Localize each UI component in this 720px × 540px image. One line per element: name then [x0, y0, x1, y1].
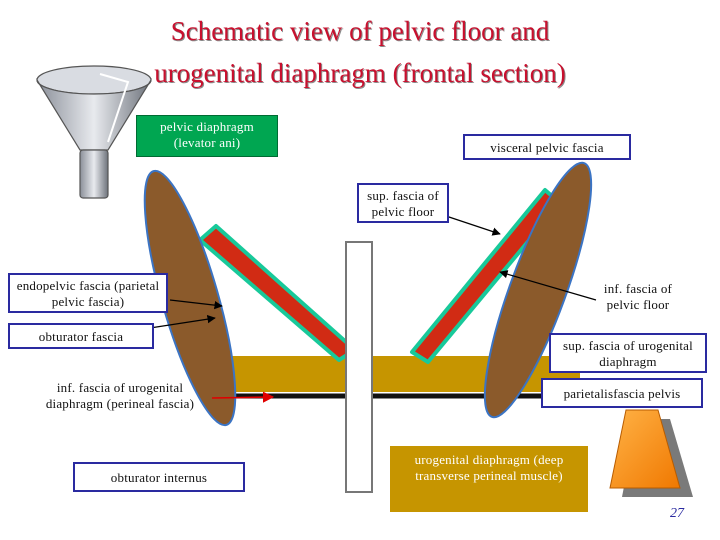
obturator-internus-label: obturator internus	[73, 462, 245, 492]
pelvic-diaphragm-label: pelvic diaphragm (levator ani)	[136, 115, 278, 157]
arrow-obturator-fascia	[149, 314, 216, 329]
obturator-internus-right	[483, 161, 593, 419]
parietal-fascia-pelvis-label: parietalisfascia pelvis	[541, 378, 703, 408]
title-line-2: urogenital diaphragm (frontal section)	[154, 58, 566, 88]
trapezoid-icon	[609, 409, 693, 497]
visceral-pelvic-fascia-label: visceral pelvic fascia	[463, 134, 631, 160]
obturator-fascia-label: obturator fascia	[8, 323, 154, 349]
central-canal	[345, 241, 373, 493]
inf-fascia-urogenital-label: inf. fascia of urogenital diaphragm (per…	[45, 380, 195, 411]
arrow-inf-fascia-urogenital	[211, 391, 275, 403]
page-number: 27	[670, 506, 684, 521]
title-line-1: Schematic view of pelvic floor and	[170, 16, 550, 46]
endopelvic-fascia-label: endopelvic fascia (parietal pelvic fasci…	[8, 273, 168, 313]
arrow-sup-fascia	[439, 213, 501, 236]
arrow-inf-fascia-pelvic	[499, 270, 597, 301]
funnel-icon	[36, 65, 152, 199]
sup-fascia-urogenital-label: sup. fascia of urogenital diaphragm	[549, 333, 707, 373]
arrow-endopelvic	[169, 299, 223, 310]
urogenital-diaphragm-label: urogenital diaphragm (deep transverse pe…	[390, 446, 588, 512]
sup-fascia-pelvic-floor-label: sup. fascia of pelvic floor	[357, 183, 449, 223]
inf-fascia-pelvic-floor-label: inf. fascia of pelvic floor	[603, 281, 673, 312]
